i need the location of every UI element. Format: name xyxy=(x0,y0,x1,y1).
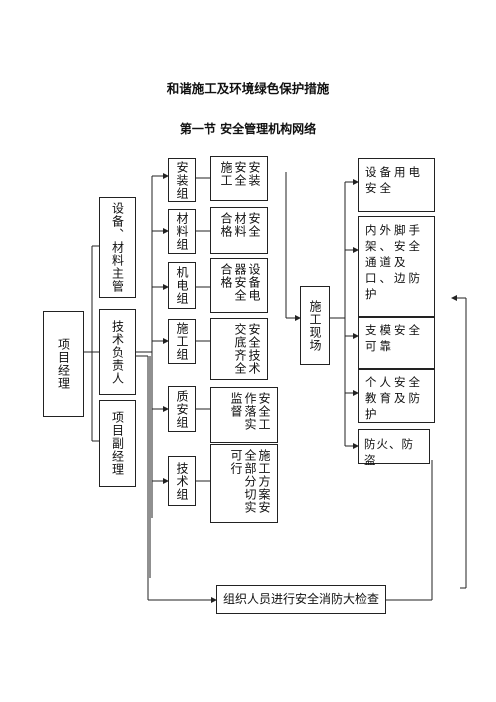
construction-site-box: 施工现场 xyxy=(300,286,330,365)
quality-desc-box: 安全工作落实监督 xyxy=(210,387,278,443)
tech-group-box: 技术组 xyxy=(168,456,196,506)
fire-theft-box: 防火、防盗 xyxy=(358,429,430,467)
equipment-power-safety-box: 设备用电安全 xyxy=(358,158,435,212)
install-group-box: 安装组 xyxy=(168,158,196,202)
equipment-material-head-box: 设备、材料主管 xyxy=(99,197,136,298)
personal-safety-box: 个人安全教育及防护 xyxy=(358,369,435,423)
construction-desc-box: 安全技术交底齐全 xyxy=(210,318,268,380)
deputy-manager-box: 项目副经理 xyxy=(99,400,136,487)
mech-desc-box: 设备电器安全合格 xyxy=(210,258,268,313)
material-desc-box: 安全材料合格 xyxy=(210,207,268,254)
tech-desc-box: 施工方案安全部分切实可行 xyxy=(210,444,278,523)
tech-head-box: 技术负责人 xyxy=(99,309,136,395)
construction-group-box: 施工组 xyxy=(168,319,196,364)
section-title: 第一节 安全管理机构网络 xyxy=(179,122,317,136)
formwork-safety-box: 支模安全可靠 xyxy=(358,317,435,369)
page-title: 和谐施工及环境绿色保护措施 xyxy=(166,81,330,96)
install-desc-box: 安装安全施工 xyxy=(210,156,268,201)
material-group-box: 材料组 xyxy=(168,209,196,254)
quality-safety-group-box: 质安组 xyxy=(168,386,196,432)
project-manager-box: 项目经理 xyxy=(43,311,84,417)
scaffold-protection-box: 内外脚手架、安全通道及口、边防护 xyxy=(358,216,435,317)
mech-group-box: 机电组 xyxy=(168,262,196,309)
safety-inspection-box: 组织人员进行安全消防大检查 xyxy=(216,585,386,614)
